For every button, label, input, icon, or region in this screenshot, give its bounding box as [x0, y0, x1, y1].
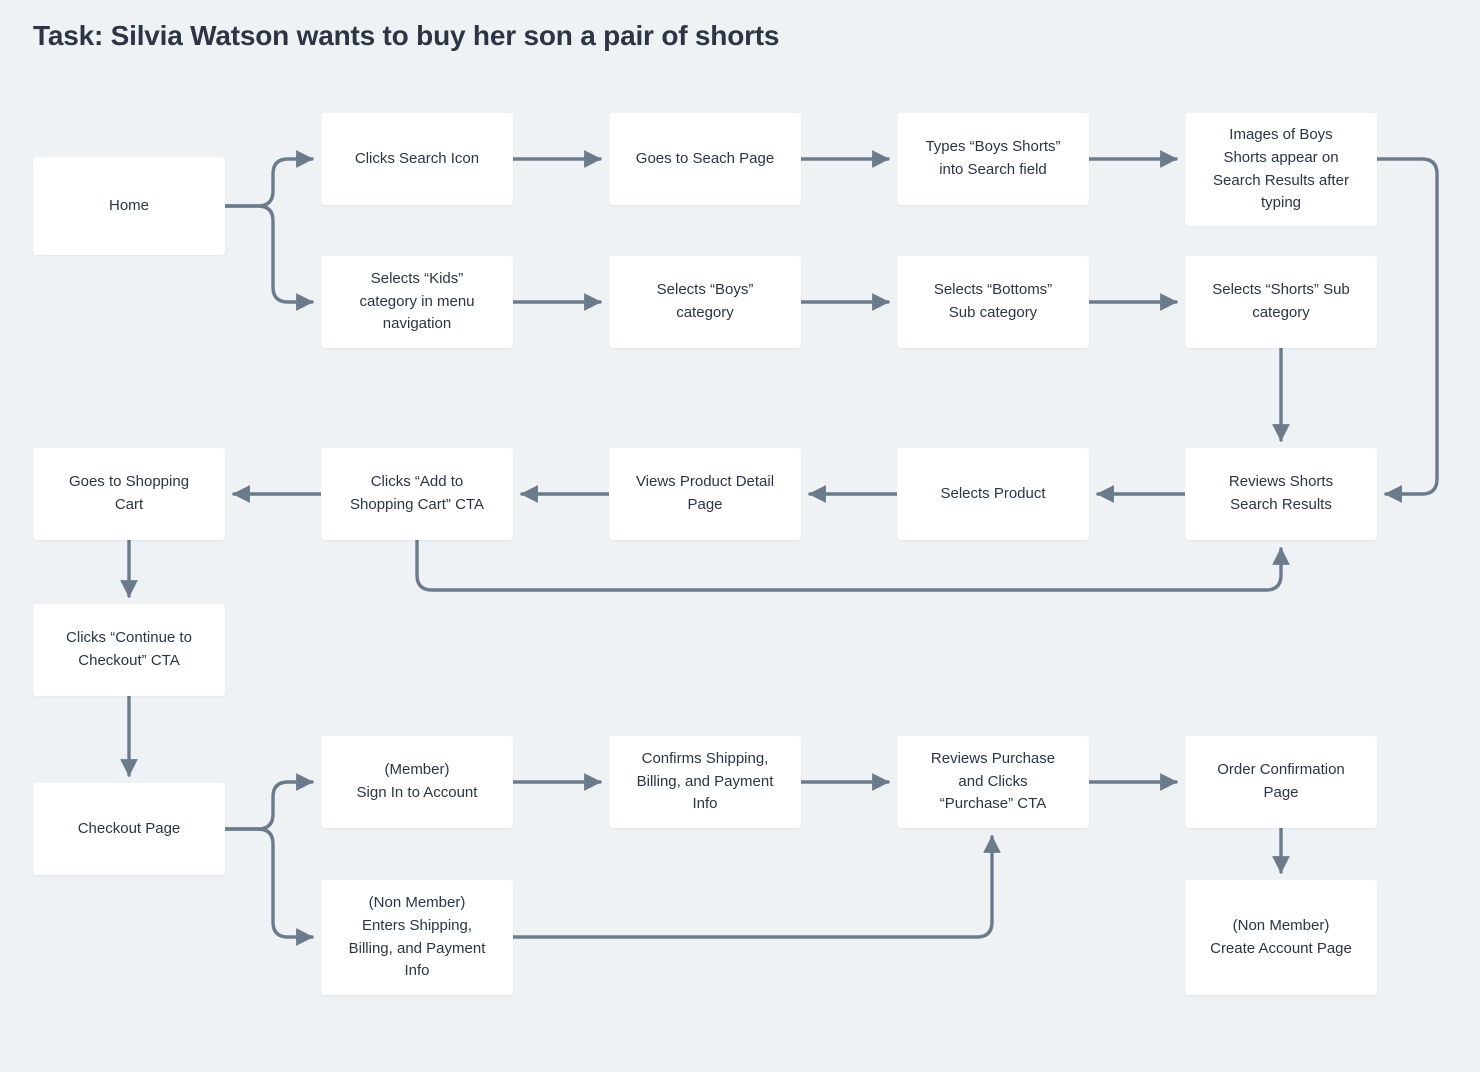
edge-images-appear-to-reviews-shorts-results — [1375, 157, 1439, 503]
edge-checkout-page-to-member-sign-in — [223, 773, 314, 831]
node-label: Clicks “Continue to Checkout” CTA — [66, 629, 192, 669]
edge-home-to-selects-kids — [223, 204, 314, 311]
node-member-sign-in[interactable]: (Member) Sign In to Account — [321, 736, 513, 828]
node-clicks-add-to-cart[interactable]: Clicks “Add to Shopping Cart” CTA — [321, 448, 513, 540]
node-selects-product[interactable]: Selects Product — [897, 448, 1089, 540]
edge-checkout-page-to-non-member-shipping — [223, 827, 314, 946]
node-reviews-shorts-results[interactable]: Reviews Shorts Search Results — [1185, 448, 1377, 540]
node-checkout-page[interactable]: Checkout Page — [33, 783, 225, 875]
node-label: Views Product Detail Page — [635, 473, 775, 513]
node-selects-kids[interactable]: Selects “Kids” category in menu navigati… — [321, 256, 513, 348]
node-label: Goes to Seach Page — [635, 149, 775, 167]
node-goes-to-cart[interactable]: Goes to Shopping Cart — [33, 448, 225, 540]
node-label: Checkout Page — [77, 819, 181, 837]
node-images-appear[interactable]: Images of Boys Shorts appear on Search R… — [1185, 113, 1377, 226]
node-selects-bottoms[interactable]: Selects “Bottoms” Sub category — [897, 256, 1089, 348]
node-home[interactable]: Home — [33, 157, 225, 255]
node-label: (Non Member) Enters Shipping, Billing, a… — [348, 893, 486, 980]
node-continue-to-checkout[interactable]: Clicks “Continue to Checkout” CTA — [33, 604, 225, 696]
page-title: Task: Silvia Watson wants to buy her son… — [33, 20, 780, 51]
node-label: Goes to Shopping Cart — [68, 473, 190, 513]
node-label: Selects “Boys” category — [656, 281, 754, 321]
node-non-member-shipping[interactable]: (Non Member) Enters Shipping, Billing, a… — [321, 880, 513, 995]
edge-clicks-add-to-cart-to-reviews-shorts-results-loop — [415, 538, 1290, 592]
node-non-member-create-account[interactable]: (Non Member) Create Account Page — [1185, 880, 1377, 995]
node-label: Images of Boys Shorts appear on Search R… — [1213, 125, 1349, 212]
node-label: (Member) Sign In to Account — [356, 761, 478, 801]
node-types-boys-shorts[interactable]: Types “Boys Shorts” into Search field — [897, 113, 1089, 205]
node-label: Selects “Shorts” Sub category — [1212, 281, 1350, 321]
edge-non-member-shipping-to-reviews-purchase — [511, 835, 1001, 939]
node-label: (Non Member) Create Account Page — [1210, 916, 1352, 957]
node-label: Order Confirmation Page — [1217, 761, 1345, 801]
node-label: Confirms Shipping, Billing, and Payment … — [636, 749, 774, 813]
node-selects-shorts[interactable]: Selects “Shorts” Sub category — [1185, 256, 1377, 348]
node-label: Selects Product — [940, 484, 1046, 502]
node-reviews-purchase[interactable]: Reviews Purchase and Clicks “Purchase” C… — [897, 736, 1089, 828]
node-order-confirmation[interactable]: Order Confirmation Page — [1185, 736, 1377, 828]
node-confirms-info[interactable]: Confirms Shipping, Billing, and Payment … — [609, 736, 801, 828]
node-label: Types “Boys Shorts” into Search field — [925, 138, 1061, 178]
node-label: Reviews Shorts Search Results — [1228, 473, 1334, 513]
node-label: Home — [108, 196, 149, 214]
node-label: Clicks “Add to Shopping Cart” CTA — [350, 473, 484, 513]
node-clicks-search-icon[interactable]: Clicks Search Icon — [321, 113, 513, 205]
node-label: Reviews Purchase and Clicks “Purchase” C… — [930, 749, 1056, 813]
edge-home-to-clicks-search-icon — [223, 150, 314, 208]
node-goes-to-search-page[interactable]: Goes to Seach Page — [609, 113, 801, 205]
node-label: Clicks Search Icon — [354, 149, 480, 167]
node-label: Selects “Kids” category in menu navigati… — [359, 269, 475, 333]
node-selects-boys[interactable]: Selects “Boys” category — [609, 256, 801, 348]
node-views-product-detail[interactable]: Views Product Detail Page — [609, 448, 801, 540]
node-label: Selects “Bottoms” Sub category — [933, 281, 1053, 321]
